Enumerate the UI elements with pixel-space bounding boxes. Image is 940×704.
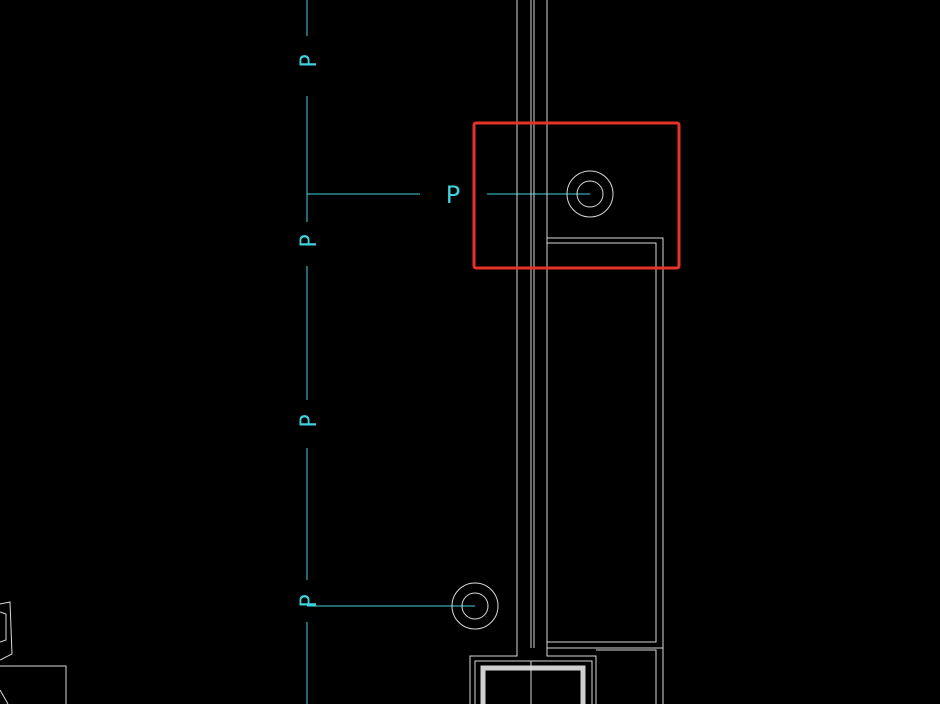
- pipe-label-p: P: [297, 414, 322, 427]
- frame-line: [546, 648, 597, 704]
- shaft-outline-inner: [547, 242, 657, 643]
- pipe-label-p-horizontal: P: [446, 181, 460, 209]
- fixture-outline: [0, 689, 9, 704]
- left-fixture: [0, 601, 67, 704]
- fixture-outline: [0, 611, 7, 643]
- frame-line: [469, 648, 518, 704]
- fixture-outline: [0, 665, 67, 704]
- pipe-label-p: P: [297, 54, 322, 67]
- wall-lines: [516, 0, 548, 648]
- fixture-outline: [0, 601, 13, 661]
- pipe-label-p: P: [297, 594, 322, 607]
- pipe-label-p: P: [297, 234, 322, 247]
- vertical-pipe-labels: P P P P: [297, 54, 322, 607]
- shaft-enclosure: [547, 237, 664, 649]
- thick-frame: [480, 665, 586, 704]
- riser-inner-circle: [461, 592, 489, 620]
- shaft-outline-outer: [547, 237, 664, 648]
- highlight-box: [472, 121, 681, 270]
- pipe-riser-symbol-upper[interactable]: [566, 170, 614, 218]
- bottom-structure: [469, 648, 664, 704]
- frame-line: [596, 649, 657, 704]
- frame-line: [474, 660, 593, 704]
- riser-outer-circle: [566, 170, 614, 218]
- riser-outer-circle: [451, 582, 499, 630]
- riser-inner-circle: [576, 180, 604, 208]
- pipe-riser-symbol-lower[interactable]: [451, 582, 499, 630]
